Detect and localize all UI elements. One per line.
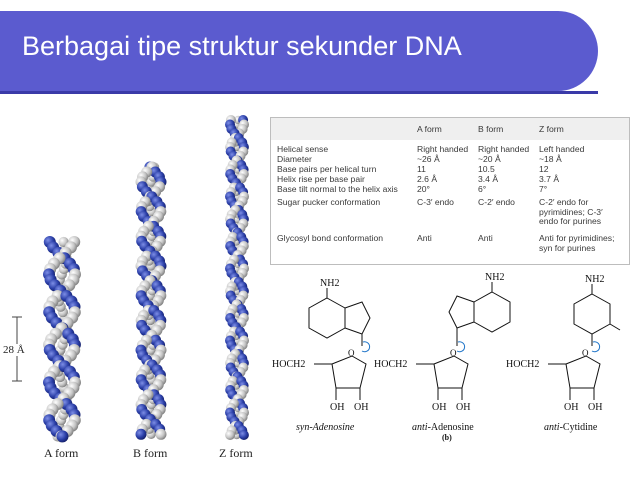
dna-helix-models: 28 Å A form B form Z form <box>3 112 268 472</box>
cell-z: 12 <box>539 164 549 174</box>
row-label: Base tilt normal to the helix axis <box>277 184 398 194</box>
nh2-label-1: NH2 <box>320 278 339 289</box>
title-banner: Berbagai tipe struktur sekunder DNA <box>0 11 598 91</box>
helix-atom <box>56 430 69 443</box>
molecule-anti-adenosine: anti-Adenosine <box>412 422 474 433</box>
row-label: Sugar pucker conformation <box>277 197 381 207</box>
nucleoside-structures: NH2 NH2 NH2 HOCH2 HOCH2 HOCH2 O O O OH O… <box>270 272 630 442</box>
cell-a: Anti <box>417 233 432 243</box>
col-z-form: Z form <box>539 124 564 134</box>
col-b-form: B form <box>478 124 504 134</box>
helix-atom <box>238 430 249 440</box>
cell-a: 11 <box>417 164 426 174</box>
row-label: Base pairs per helical turn <box>277 164 377 174</box>
o-label-3: O <box>582 348 589 358</box>
helix-atom <box>225 430 236 440</box>
cell-z: Left handed <box>539 144 585 154</box>
cell-a: 20° <box>417 184 430 194</box>
a-form-helix <box>43 236 81 443</box>
o-label-2: O <box>450 348 457 358</box>
table-header <box>271 118 629 140</box>
molecule-anti-cytidine: anti-Cytidine <box>544 422 598 433</box>
oh-label-2: OH <box>354 402 368 413</box>
hoch2-label-1: HOCH2 <box>272 359 305 370</box>
cell-b: 6° <box>478 184 487 194</box>
cell-b: Anti <box>478 233 493 243</box>
cell-a: C-3′ endo <box>417 197 454 207</box>
scale-label: 28 Å <box>3 344 25 356</box>
cell-b: 3.4 Å <box>478 174 499 184</box>
row-label: Diameter <box>277 154 312 164</box>
cell-b: C-2′ endo <box>478 197 515 207</box>
oh-label-1: OH <box>330 402 344 413</box>
cell-z: C-2′ endo for pyrimidines; C-3′ endo for… <box>539 197 603 226</box>
anti-cytidine-structure <box>548 284 621 400</box>
slide-title: Berbagai tipe struktur sekunder DNA <box>22 31 462 61</box>
panel-label: (b) <box>442 433 452 442</box>
structures-drawing: NH2 NH2 NH2 HOCH2 HOCH2 HOCH2 O O O OH O… <box>272 272 621 442</box>
row-label: Helix rise per base pair <box>277 174 365 184</box>
syn-adenosine-structure <box>308 288 371 400</box>
oh-label-4: OH <box>456 402 470 413</box>
cell-b: Right handed <box>478 144 530 154</box>
anti-adenosine-structure <box>416 282 511 400</box>
helix-atom <box>135 428 147 440</box>
nh2-label-2: NH2 <box>485 272 504 283</box>
cell-z: Anti for pyrimidines; syn for purines <box>539 233 615 253</box>
label-z-form: Z form <box>219 446 253 460</box>
cell-b: 10.5 <box>478 164 495 174</box>
cell-b: ~20 Å <box>478 154 501 164</box>
b-form-helix <box>135 161 167 440</box>
cell-a: Right handed <box>417 144 469 154</box>
oh-label-6: OH <box>588 402 602 413</box>
cell-a: 2.6 Å <box>417 174 438 184</box>
molecule-syn-adenosine: syn-Adenosine <box>296 422 355 433</box>
row-label: Helical sense <box>277 144 329 154</box>
cell-z: ~18 Å <box>539 154 562 164</box>
title-underline <box>0 91 598 94</box>
o-label-1: O <box>348 348 355 358</box>
z-form-helix <box>225 115 249 440</box>
col-a-form: A form <box>417 124 442 134</box>
helix-atom <box>155 428 167 440</box>
label-a-form: A form <box>44 446 79 460</box>
label-b-form: B form <box>133 446 168 460</box>
hoch2-label-3: HOCH2 <box>506 359 539 370</box>
cell-a: ~26 Å <box>417 154 440 164</box>
nh2-label-3: NH2 <box>585 274 604 285</box>
hoch2-label-2: HOCH2 <box>374 359 407 370</box>
helix-illustration <box>12 115 249 443</box>
oh-label-3: OH <box>432 402 446 413</box>
helix-comparison-table: A form B form Z form Helical sense Right… <box>270 117 630 265</box>
oh-label-5: OH <box>564 402 578 413</box>
row-label: Glycosyl bond conformation <box>277 233 384 243</box>
cell-z: 7° <box>539 184 548 194</box>
cell-z: 3.7 Å <box>539 174 560 184</box>
